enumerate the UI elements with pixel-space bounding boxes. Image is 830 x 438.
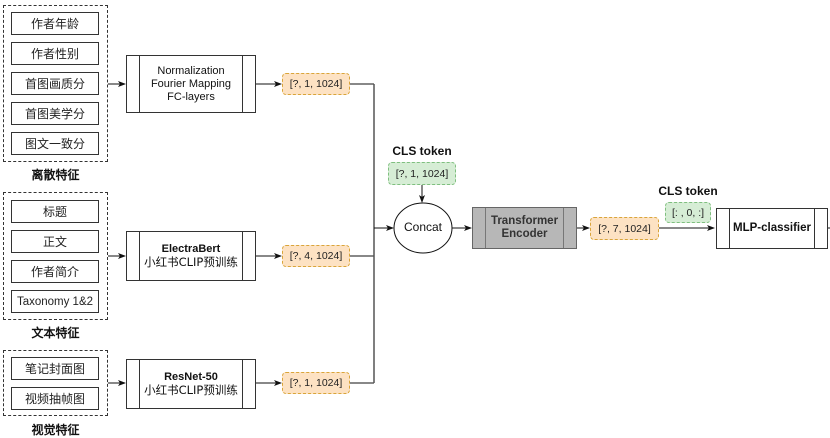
feature-video-frames: 视频抽帧图 (11, 387, 99, 410)
feature-author-bio: 作者简介 (11, 260, 99, 283)
text-encoder-block: ElectraBert 小红书CLIP预训练 (126, 231, 256, 281)
cls-token-label-1: CLS token (392, 144, 452, 158)
visual-encoder-subtitle: 小红书CLIP预训练 (144, 383, 238, 397)
feature-body: 正文 (11, 230, 99, 253)
cls-token-1: [?, 1, 1024] (388, 162, 456, 185)
text-encoder-subtitle: 小红书CLIP预训练 (144, 255, 238, 269)
tensor-discrete: [?, 1, 1024] (282, 73, 350, 95)
mlp-classifier-block: MLP-classifier (716, 208, 828, 249)
encoder-line-normalization: Normalization (157, 64, 225, 77)
text-encoder-title: ElectraBert (161, 243, 221, 255)
transformer-encoder-block: Transformer Encoder (472, 207, 577, 249)
cls-token-label-2: CLS token (658, 184, 718, 198)
tensor-encoder-output: [?, 7, 1024] (590, 217, 659, 240)
mlp-classifier-label: MLP-classifier (733, 222, 811, 234)
feature-cover-quality: 首图画质分 (11, 72, 99, 95)
feature-taxonomy: Taxonomy 1&2 (11, 290, 99, 313)
visual-encoder-title: ResNet-50 (164, 371, 218, 383)
text-group-label: 文本特征 (31, 326, 80, 340)
cls-token-slice: [: , 0, :] (665, 202, 711, 223)
feature-title: 标题 (11, 200, 99, 223)
visual-group-label: 视觉特征 (31, 423, 80, 437)
discrete-group-label: 离散特征 (31, 168, 80, 182)
encoder-line-fourier-mapping: Fourier Mapping (150, 77, 232, 90)
visual-feature-group (3, 350, 108, 416)
discrete-encoder-block: Normalization Fourier Mapping FC-layers (126, 55, 256, 113)
feature-cover-aesthetic: 首图美学分 (11, 102, 99, 125)
encoder-line-fc-layers: FC-layers (167, 90, 215, 103)
feature-cover-image: 笔记封面图 (11, 357, 99, 380)
tensor-visual: [?, 1, 1024] (282, 372, 350, 394)
feature-author-age: 作者年龄 (11, 12, 99, 35)
discrete-feature-group (3, 5, 108, 162)
tensor-text: [?, 4, 1024] (282, 245, 350, 267)
text-feature-group (3, 192, 108, 320)
feature-image-text-consistency: 图文一致分 (11, 132, 99, 155)
transformer-line-2: Encoder (501, 228, 548, 240)
feature-author-gender: 作者性别 (11, 42, 99, 65)
visual-encoder-block: ResNet-50 小红书CLIP预训练 (126, 359, 256, 409)
concat-label: Concat (403, 220, 443, 234)
transformer-line-1: Transformer (490, 215, 559, 227)
